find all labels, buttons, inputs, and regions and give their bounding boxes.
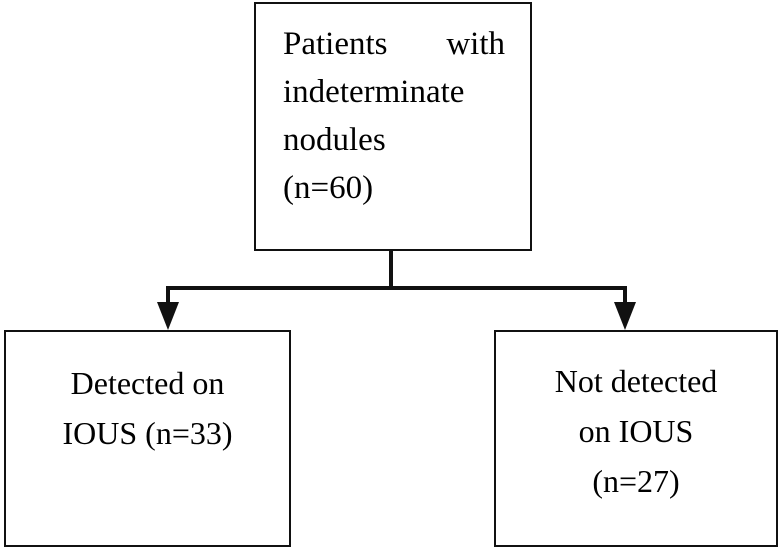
arrow-down-icon-left [157,302,179,330]
node-detected-line-1: Detected on [70,365,225,401]
node-not-detected-text: Not detected on IOUS (n=27) [506,356,766,506]
node-root-line-4-count: (n=60) [283,170,374,206]
node-patients-with-indeterminate-nodules[interactable]: Patients with indeterminate nodules (n=6… [254,2,532,251]
node-root-text: Patients with indeterminate nodules (n=6… [283,20,505,212]
node-root-line-1: Patients with [283,26,505,62]
node-root-line-3: nodules [283,122,386,158]
node-not-detected-line-1: Not detected [554,363,718,399]
node-not-detected-line-2: on IOUS [578,413,694,449]
connector-split-bar [166,286,627,290]
node-detected-text: Detected on IOUS (n=33) [18,358,277,458]
connector-drop-left [166,286,170,304]
node-detected-line-2-count: IOUS (n=33) [62,415,233,451]
node-not-detected-line-3-count: (n=27) [592,463,680,499]
node-root-line-2: indeterminate [283,74,465,110]
connector-root-to-split [389,251,393,290]
connector-drop-right [623,286,627,304]
node-detected-on-ious[interactable]: Detected on IOUS (n=33) [4,330,291,547]
node-not-detected-on-ious[interactable]: Not detected on IOUS (n=27) [494,330,778,547]
arrow-down-icon-right [614,302,636,330]
